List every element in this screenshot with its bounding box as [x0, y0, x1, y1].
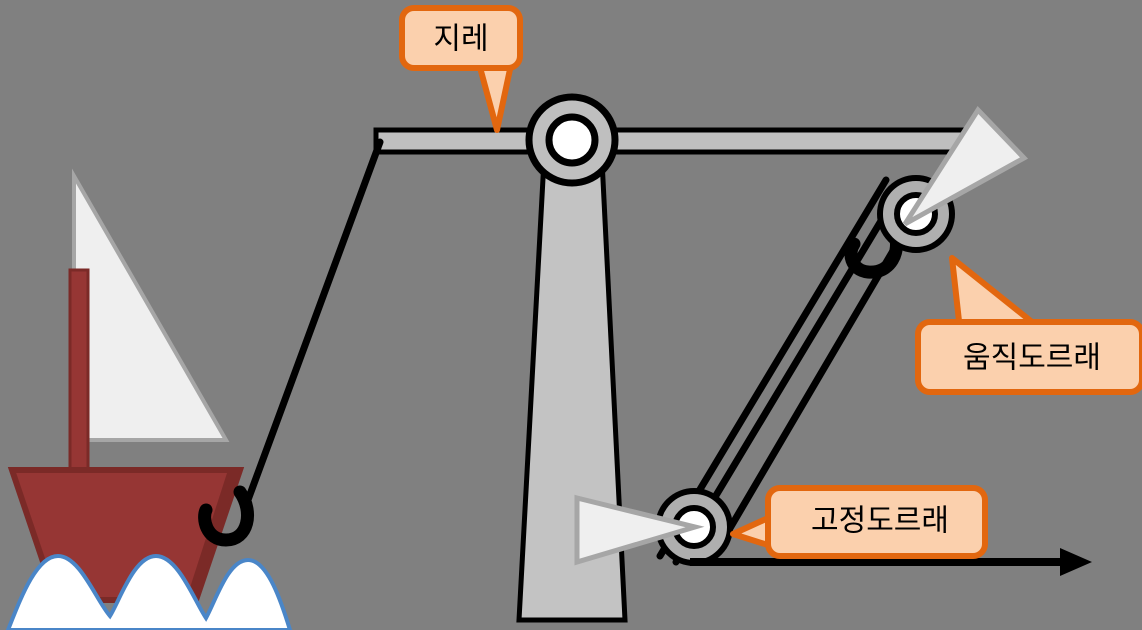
lever-beam — [373, 127, 975, 155]
wave-shape — [5, 553, 293, 630]
callout-movable-pulley-box — [915, 319, 1142, 395]
callout-fixed-pulley-box — [765, 485, 988, 559]
callout-lever[interactable]: 지레 — [399, 5, 523, 133]
callout-movable-pulley-label: 움직도르래 — [963, 341, 1101, 376]
fulcrum-hub — [545, 113, 599, 167]
effort-arrow-head — [1060, 548, 1092, 576]
movable-pulley-hook — [844, 225, 903, 279]
fixed-pulley — [655, 488, 733, 566]
fixed-pulley-arrow — [574, 494, 705, 566]
water-waves — [5, 553, 293, 630]
callout-fixed-pulley-label: 고정도르래 — [811, 504, 949, 539]
movable-pulley-arrow — [902, 105, 1029, 227]
callout-fixed-pulley[interactable]: 고정도르래 — [730, 485, 988, 559]
lever-beam-shape — [373, 127, 975, 155]
boat-hook — [198, 485, 254, 547]
mast-shape — [68, 268, 90, 490]
hook-group — [198, 225, 903, 547]
rope-lever-to-boat — [241, 138, 384, 512]
effort-force-arrow — [690, 548, 1092, 576]
callout-lever-label: 지레 — [433, 22, 488, 57]
callout-lever-box — [399, 5, 523, 71]
fulcrum-pivot — [525, 93, 619, 187]
callout-movable-pulley[interactable]: 움직도르래 — [915, 255, 1142, 395]
